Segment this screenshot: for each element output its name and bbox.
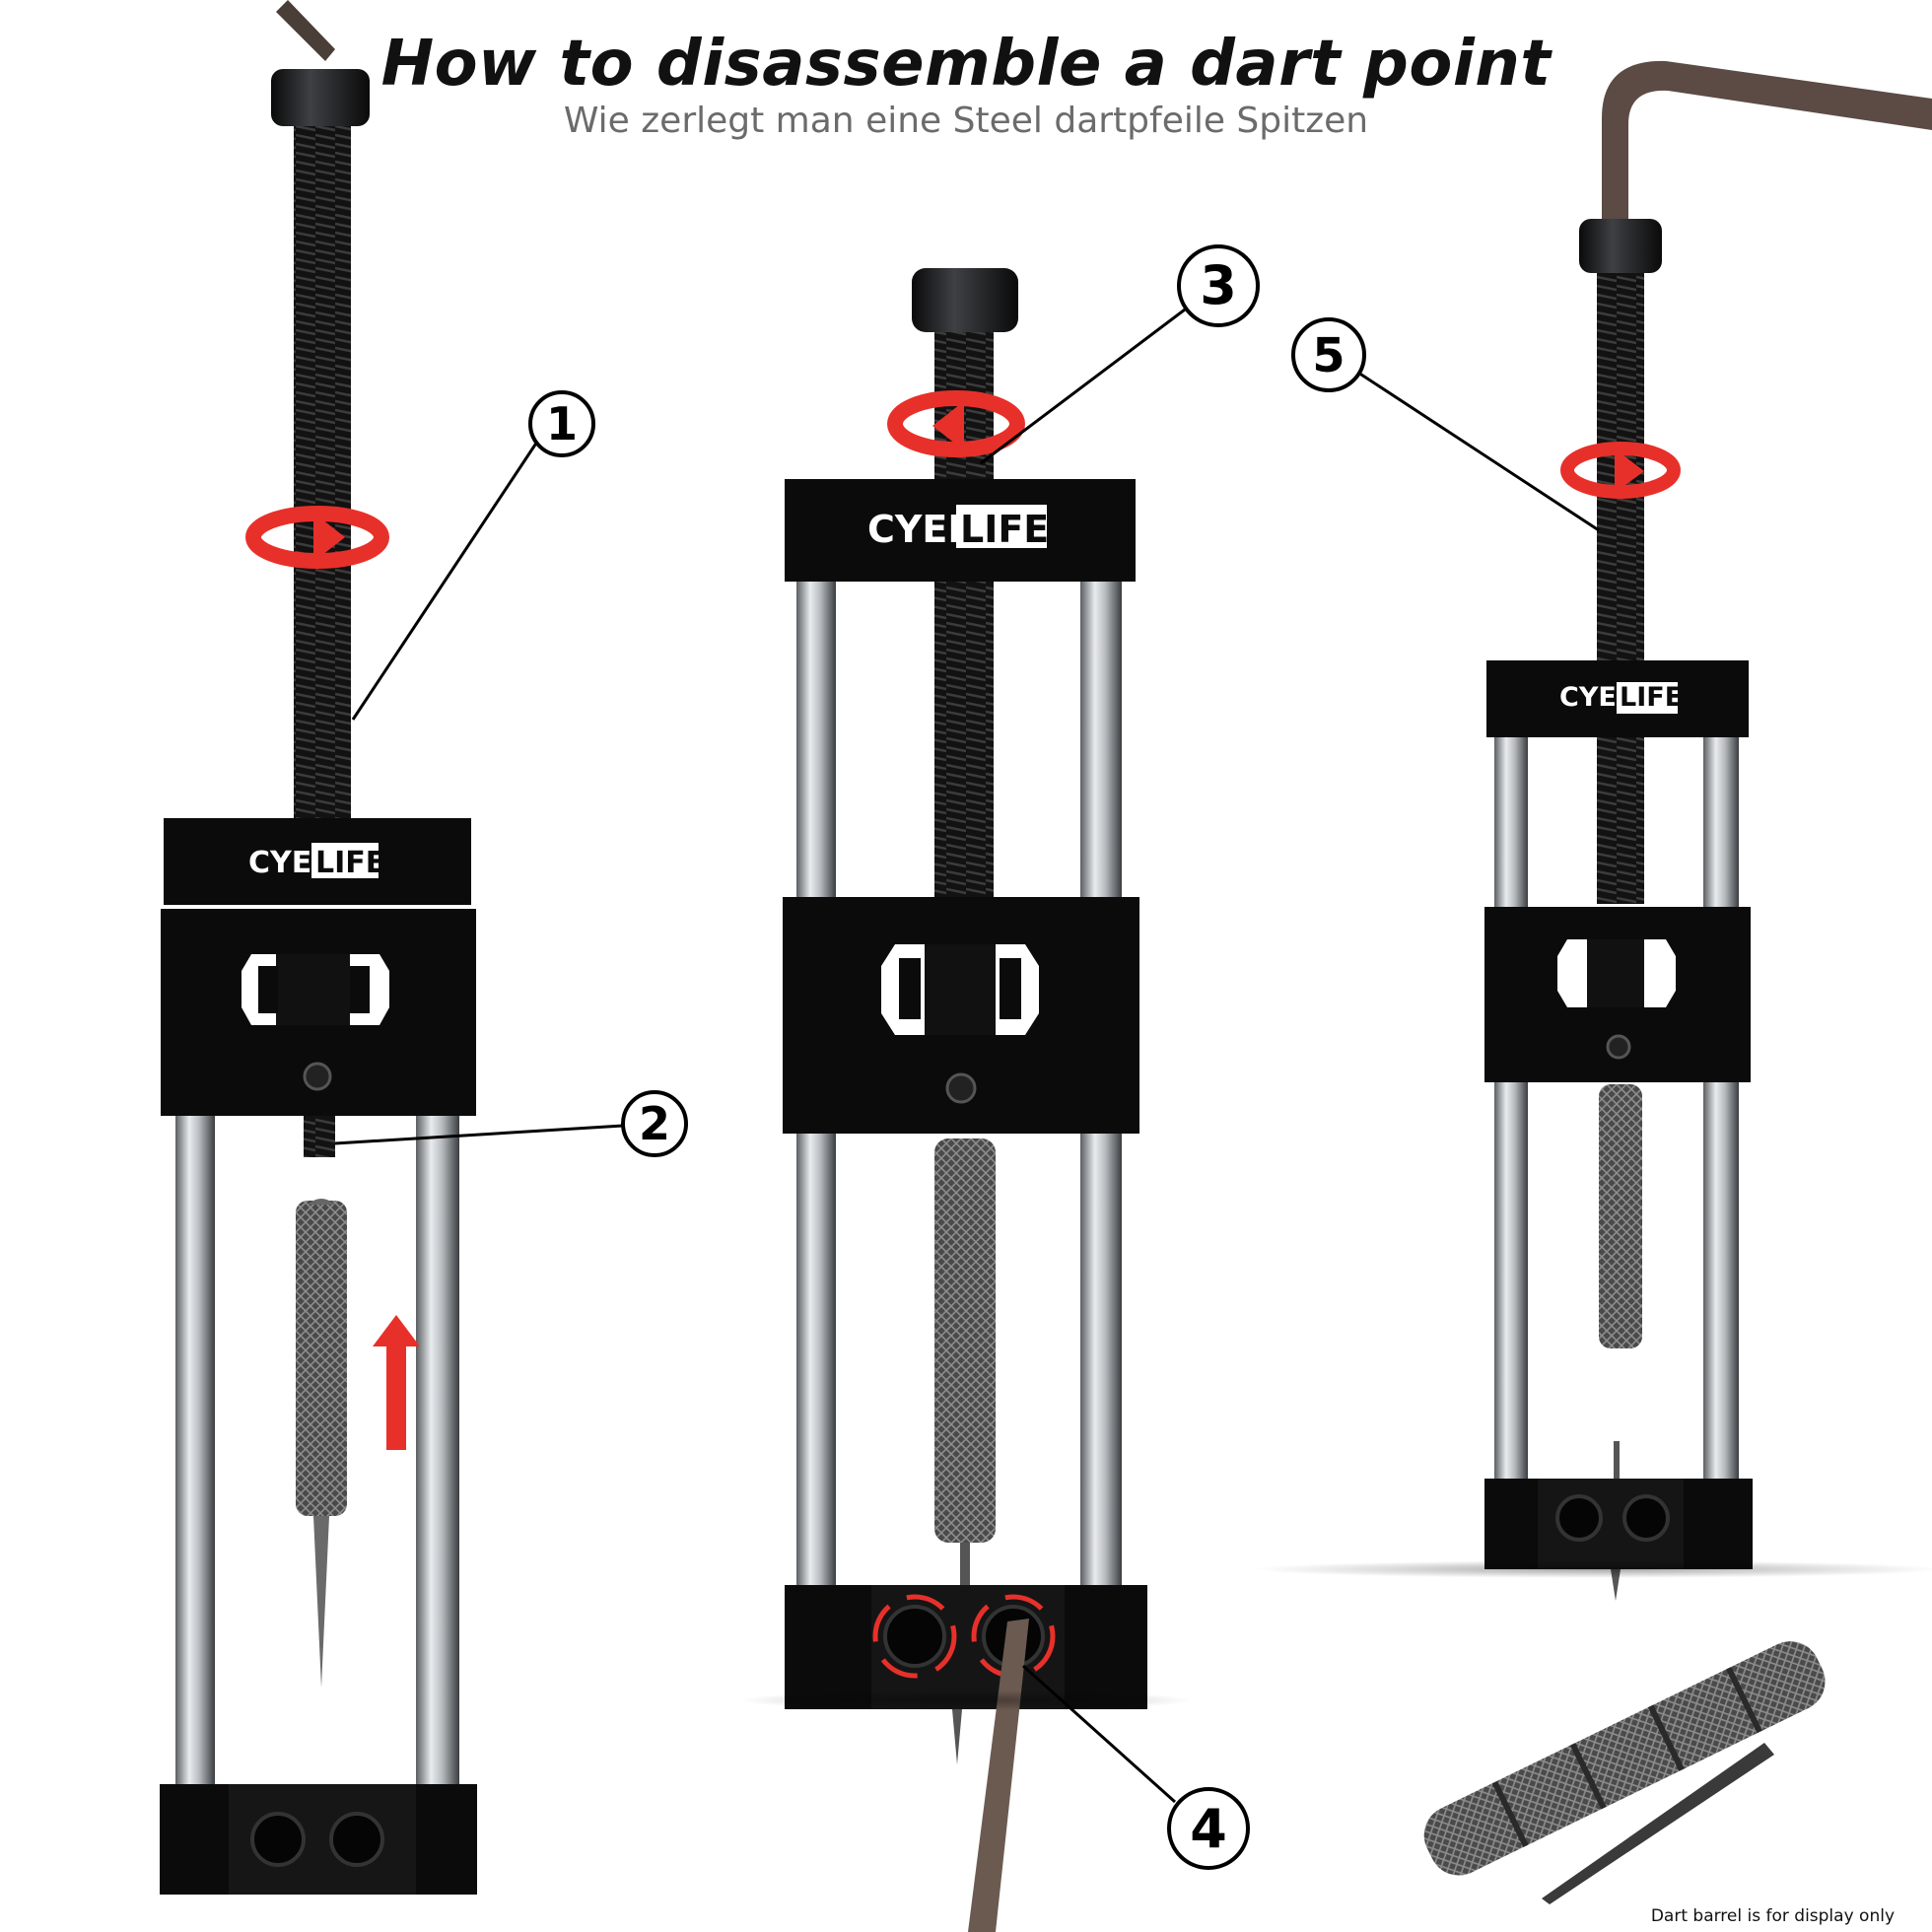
screw-head: [271, 69, 370, 126]
svg-text:CYEE: CYEE: [867, 508, 973, 551]
rotate-arrow-icon: [887, 390, 1025, 457]
svg-text:3: 3: [1200, 254, 1237, 316]
svg-text:LIFE: LIFE: [1620, 682, 1683, 713]
display-only-note: Dart barrel is for display only: [1650, 1906, 1895, 1926]
guide-rod: [1494, 737, 1528, 1484]
step-5-badge: [1291, 317, 1366, 392]
svg-text:2: 2: [639, 1097, 670, 1150]
page-subtitle: Wie zerlegt man eine Steel dartpfeile Sp…: [563, 101, 1369, 141]
svg-text:LIFE: LIFE: [315, 846, 385, 880]
threaded-screw: [294, 126, 351, 821]
step-2-badge: [621, 1090, 688, 1157]
step-3-badge: [1177, 244, 1260, 327]
svg-text:5: 5: [1312, 328, 1345, 383]
disassembled-dart: [1423, 1641, 1826, 1904]
svg-text:4: 4: [1190, 1798, 1227, 1860]
tool-step-5: CYEE LIFE: [1252, 60, 1932, 1601]
dart-point: [1542, 1743, 1774, 1904]
screw-head: [1579, 219, 1662, 273]
dart-barrel: [1423, 1641, 1826, 1876]
rotate-arrow-icon: [245, 506, 389, 569]
svg-text:LIFE: LIFE: [960, 508, 1049, 551]
guide-rod: [175, 1116, 215, 1796]
guide-rod: [416, 1116, 459, 1796]
screw-head: [912, 268, 1018, 332]
tool-step-1-2: CYEE LIFE: [160, 0, 477, 1895]
tool-step-3-4: CYEE LIFE: [739, 268, 1193, 1932]
rotate-arrow-icon: [1560, 442, 1681, 499]
threaded-screw: [1597, 273, 1644, 904]
step-1-badge: [528, 390, 595, 457]
step-callouts: 1 2 3 4 5: [334, 244, 1600, 1870]
dart-barrel: [934, 1138, 996, 1543]
guide-rod: [1703, 737, 1739, 1484]
svg-text:1: 1: [546, 397, 578, 450]
up-arrow-icon: [373, 1315, 420, 1450]
step-4-badge: [1167, 1787, 1250, 1870]
dart-barrel: [296, 1201, 347, 1516]
page-title: How to disassemble a dart point: [380, 28, 1552, 101]
dart-barrel: [1599, 1084, 1642, 1348]
